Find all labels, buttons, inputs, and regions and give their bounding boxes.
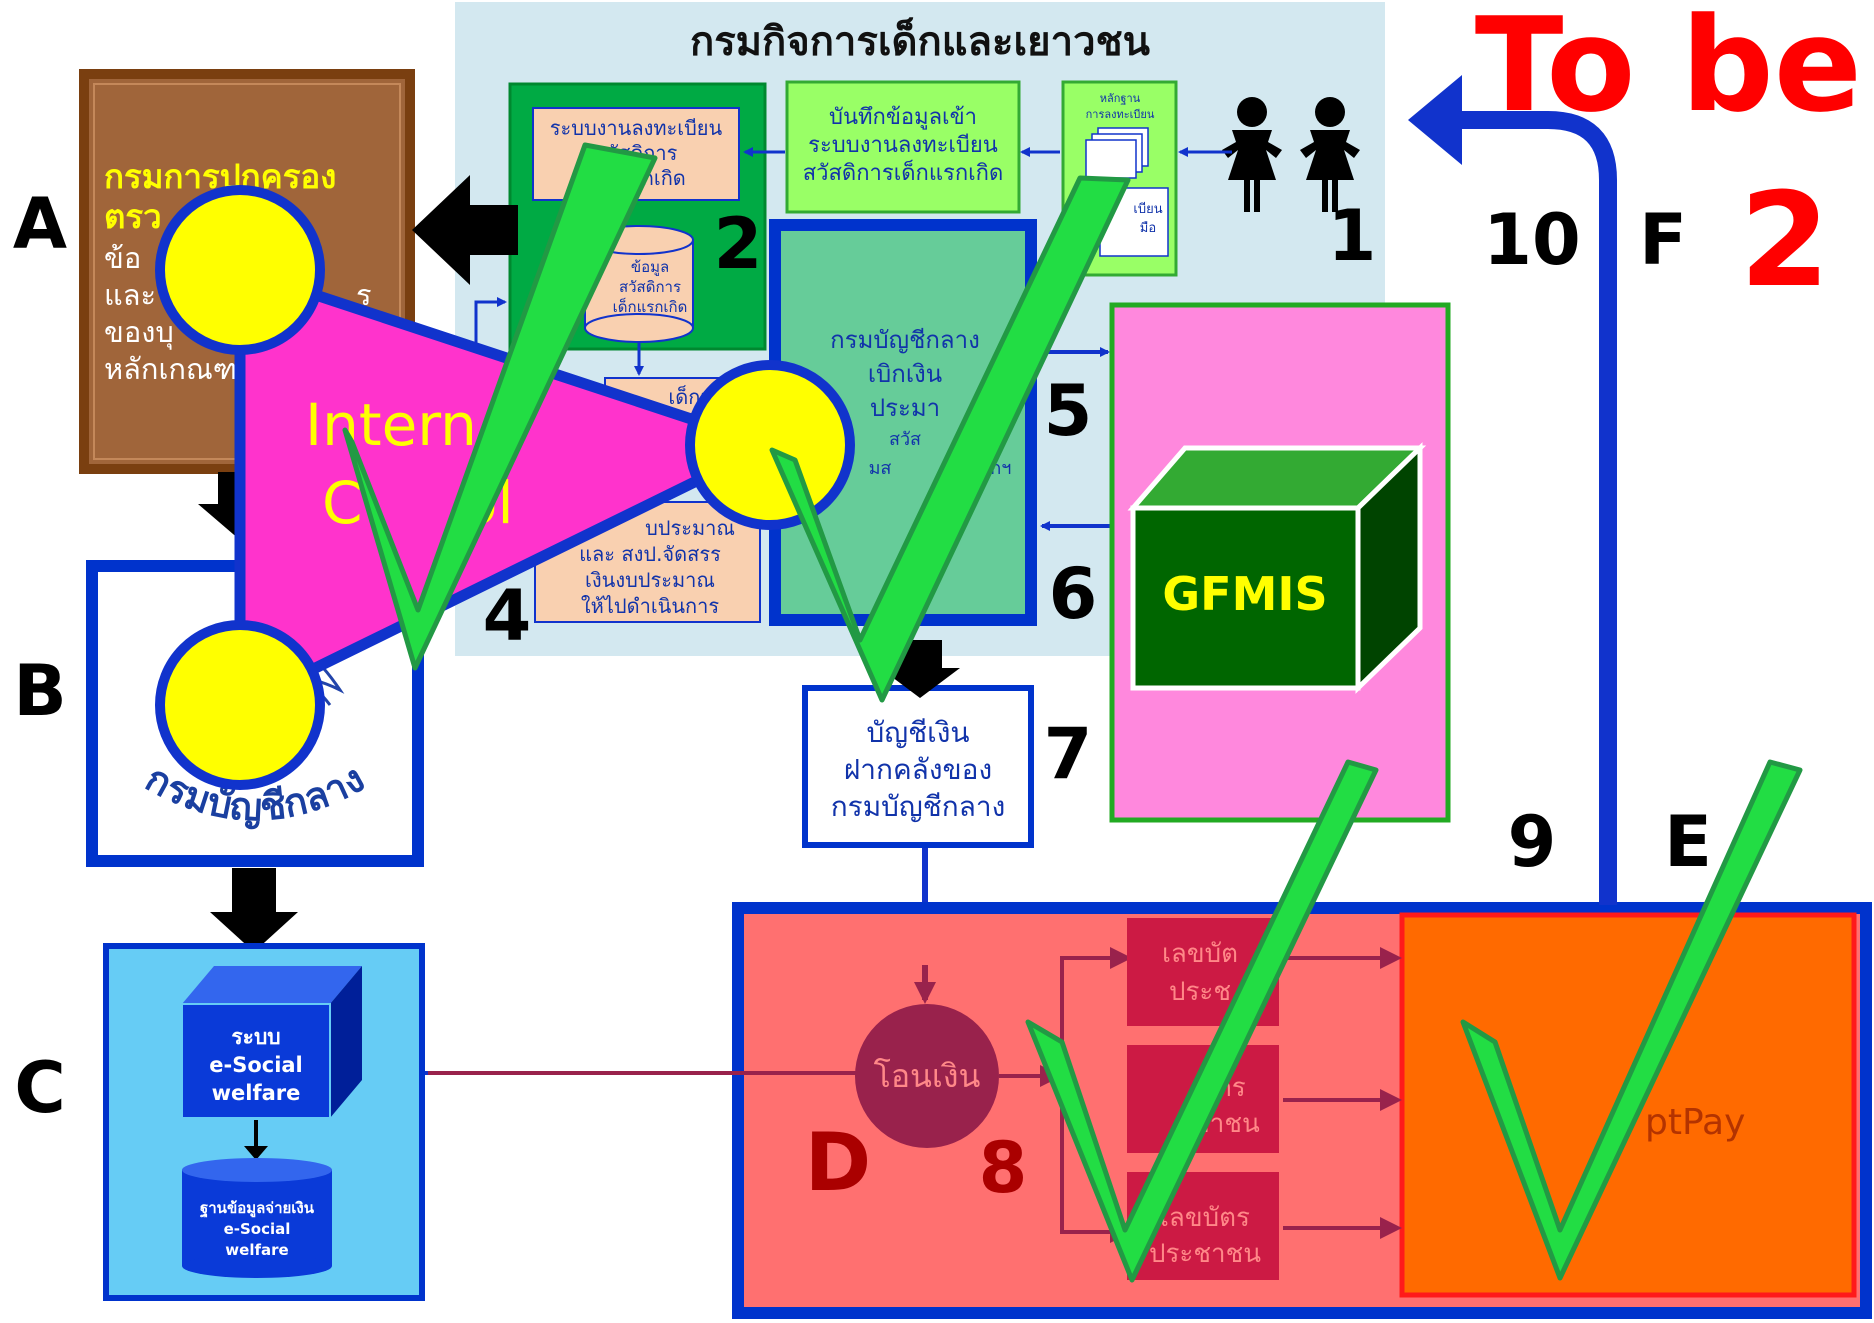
citizen-id-1-line1: เลขบัต — [1162, 939, 1238, 969]
cgd-label-1: กรมบัญชีกลาง — [830, 326, 980, 354]
step-7: 7 — [1044, 713, 1093, 795]
database-label-1: ข้อมูล — [631, 258, 669, 276]
woman-icon — [1300, 97, 1360, 212]
cgd-label-4: สวัส — [889, 429, 921, 450]
promptpay-label: ptPay — [1645, 1102, 1745, 1143]
flow-arrow — [1060, 1076, 1132, 1243]
step-9: 9 — [1508, 801, 1557, 883]
evidence-label-2: การลงทะเบียน — [1086, 108, 1155, 121]
gfmis-label: GFMIS — [1162, 567, 1327, 621]
woman-icon — [1222, 97, 1282, 212]
control-node — [685, 360, 855, 530]
record-label-3: สวัสดิการเด็กแรกเกิด — [803, 158, 1004, 186]
box-a-line-4: และ — [104, 278, 156, 312]
internal-control-triangle — [234, 264, 776, 711]
registration-label-1: ระบบงานลงทะเบียน — [550, 116, 723, 140]
payment-database-icon — [182, 1158, 332, 1278]
evidence-inner-2: มือ — [1140, 220, 1156, 236]
status-number: 2 — [1740, 164, 1830, 316]
step-8: 8 — [979, 1127, 1028, 1209]
transfer-node — [855, 1004, 999, 1148]
step-10: 10 — [1483, 199, 1580, 281]
box-a-line-3: ข้อ — [104, 241, 141, 275]
internal-control-label-2: C — [322, 469, 363, 537]
budget-label-1: บประมาณ — [645, 516, 735, 540]
deposit-label-3: กรมบัญชีกลาง — [831, 790, 1006, 823]
transfer-label: โอนเงิน — [874, 1057, 981, 1095]
flow-arrow — [1060, 947, 1132, 1076]
step-2: 2 — [714, 203, 763, 285]
check-icon — [1025, 759, 1379, 1283]
return-arrow-head — [1408, 75, 1462, 165]
record-label-2: ระบบงานลงทะเบียน — [808, 133, 998, 158]
cgd-label-3: ประมา — [870, 394, 940, 422]
esocial-system-cube — [181, 966, 362, 1119]
deposit-label-1: บัญชีเงิน — [866, 716, 969, 749]
label-e: E — [1664, 801, 1712, 883]
deposit-account-box — [802, 685, 1034, 848]
cgd-label-5: มส — [869, 458, 892, 479]
database-label-2: สวัสดิการ — [619, 278, 681, 296]
esocial-system-2: e-Social — [209, 1053, 303, 1077]
payment-db-3: welfare — [225, 1241, 288, 1259]
label-c: C — [14, 1047, 65, 1129]
control-node — [155, 620, 325, 790]
down-arrow-icon — [210, 868, 298, 952]
check-icon — [342, 142, 658, 671]
citizen-id-3-line2: ประชาชน — [1149, 1239, 1261, 1269]
citizen-id-3-line1: เลขบัตร — [1160, 1203, 1250, 1233]
record-label-1: บันทึกข้อมูลเข้า — [829, 105, 977, 130]
label-f: F — [1639, 199, 1687, 281]
esocial-system-3: welfare — [212, 1081, 301, 1105]
internal-control-label-1: Intern — [305, 391, 477, 459]
check-icon — [1460, 759, 1803, 1281]
step-5: 5 — [1044, 370, 1093, 452]
step-1: 1 — [1328, 195, 1377, 277]
return-flow-arrow — [1450, 111, 1617, 905]
box-a-line-4b: ร — [356, 278, 372, 312]
budget-label-2: และ สงป.จัดสรร — [579, 542, 721, 566]
payment-db-1: ฐานข้อมูลจ่ายเงิน — [200, 1199, 315, 1218]
box-a-line-5: ของบุ — [104, 315, 174, 350]
document-stack-icon — [1085, 127, 1149, 179]
payment-db-2: e-Social — [224, 1220, 291, 1238]
status-heading: To be — [1475, 0, 1862, 141]
budget-label-3: เงินงบประมาณ — [585, 568, 715, 592]
check-icon — [769, 175, 1131, 703]
box-a-heading-2: ตรว — [104, 197, 162, 236]
cgd-label-2: เบิกเงิน — [868, 360, 942, 388]
citizen-id-1-line2: ประช — [1169, 977, 1231, 1007]
box-a-line-6: หลักเกณฑ — [104, 352, 237, 386]
label-b: B — [13, 650, 66, 732]
step-4: 4 — [483, 575, 532, 657]
budget-label-4: ให้ไปดำเนินการ — [581, 594, 719, 618]
database-label-3: เด็กแรกเกิด — [613, 297, 688, 316]
gfmis-cube — [1127, 442, 1427, 694]
control-node — [155, 185, 325, 355]
deposit-label-2: ฝากคลังของ — [844, 753, 992, 786]
step-6: 6 — [1049, 553, 1098, 635]
evidence-label-1: หลักฐาน — [1100, 92, 1141, 105]
record-box — [785, 80, 1021, 214]
label-d: D — [805, 1116, 871, 1209]
label-a: A — [13, 183, 67, 265]
left-arrow-icon — [412, 175, 518, 285]
esocial-system-1: ระบบ — [231, 1025, 280, 1049]
dept-title: กรมกิจการเด็กและเยาวชน — [690, 16, 1150, 65]
evidence-inner-1: เบียน — [1133, 201, 1162, 217]
